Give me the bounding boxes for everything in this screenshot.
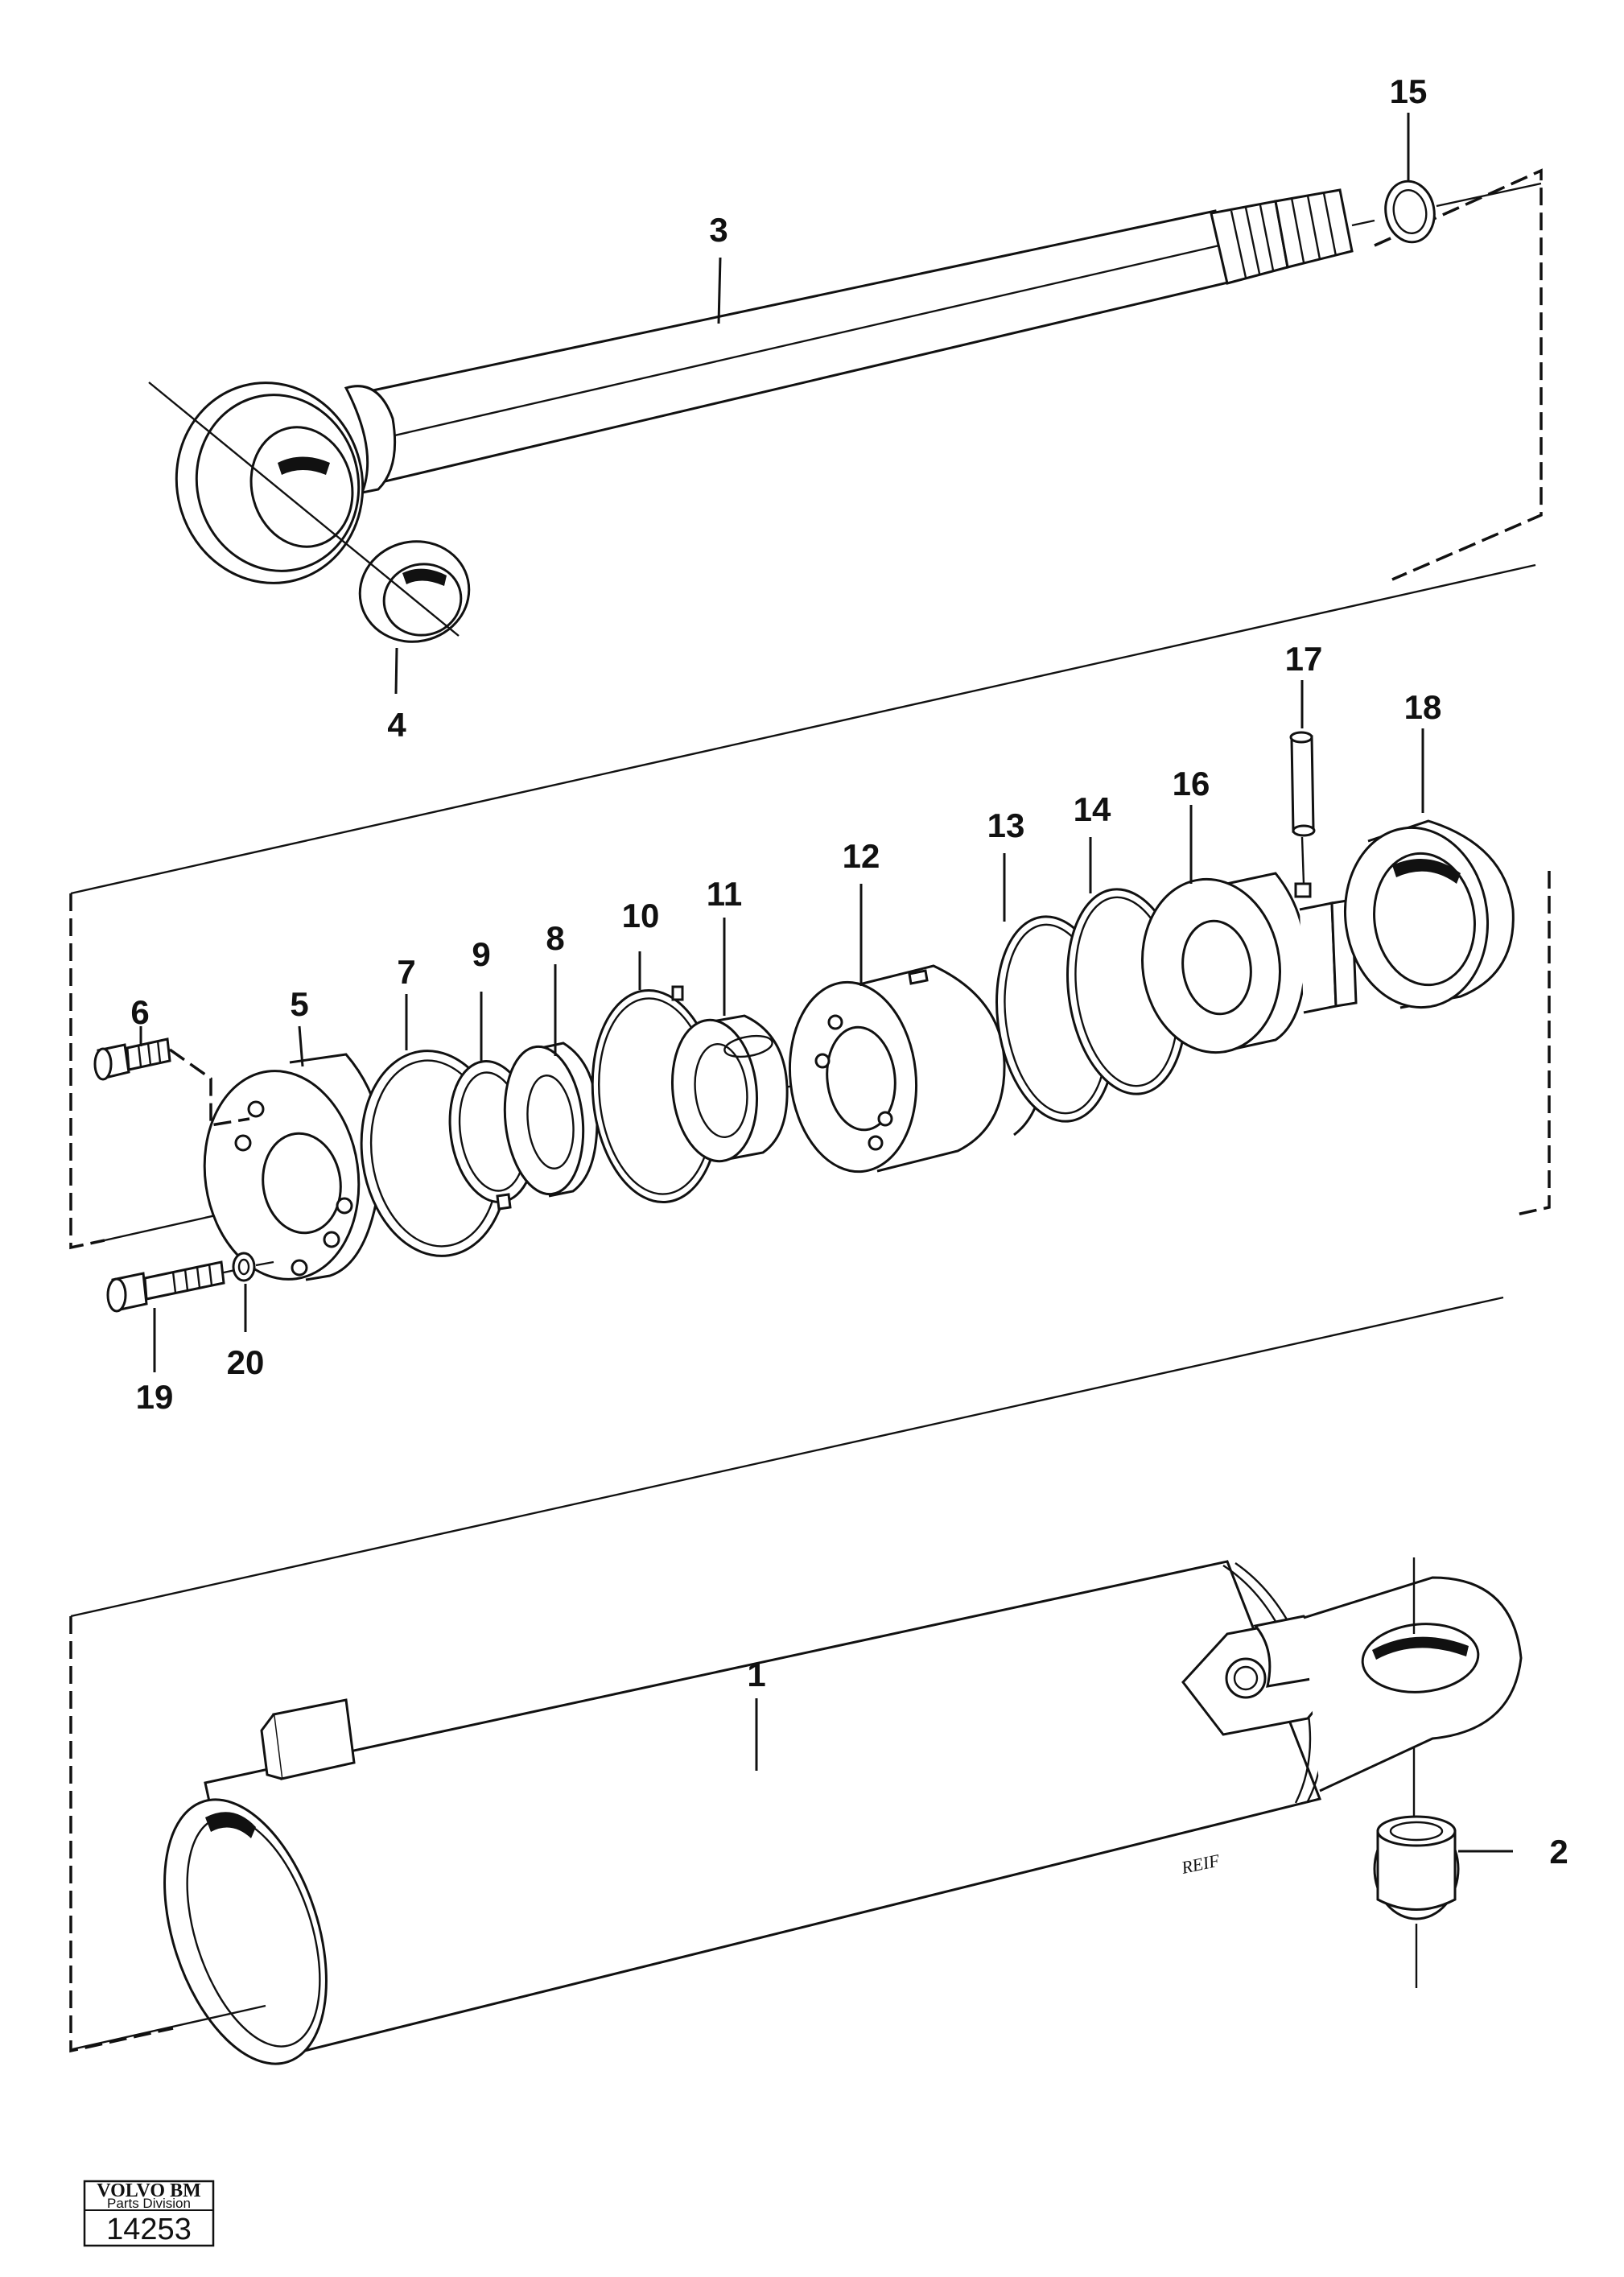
cylinder-tube xyxy=(204,1560,1322,2062)
callout-5: 5 xyxy=(290,985,308,1023)
tube-eye-lug xyxy=(1303,1576,1523,1792)
washer-part-20 xyxy=(232,1252,256,1282)
callout-1: 1 xyxy=(747,1656,765,1693)
rod-highlight xyxy=(369,244,1220,443)
tube-marking: REIF xyxy=(1179,1850,1222,1878)
callout-11: 11 xyxy=(707,875,742,913)
publisher-stamp: VOLVO BM Parts Division 14253 xyxy=(83,2180,215,2247)
pin-part-17 xyxy=(1289,731,1316,898)
piston-assembly-group xyxy=(69,731,1551,1313)
panel-separator-upper xyxy=(70,563,1536,895)
rod-eye-axis xyxy=(148,382,460,637)
cylinder-head-part-18 xyxy=(1343,819,1515,1009)
cylinder-tube-group: REIF xyxy=(69,1557,1523,2065)
callout-4: 4 xyxy=(387,706,406,744)
bushing-part-2 xyxy=(1373,1815,1460,1920)
piston-rod xyxy=(352,209,1233,485)
callout-7: 7 xyxy=(397,953,415,991)
callout-10: 10 xyxy=(622,897,660,934)
callout-16: 16 xyxy=(1173,765,1210,802)
callout-15: 15 xyxy=(1390,72,1428,110)
callout-3: 3 xyxy=(709,211,728,249)
tube-axis xyxy=(72,2004,266,2051)
callout-2: 2 xyxy=(1549,1833,1568,1871)
stamp-brand: VOLVO BM xyxy=(97,2180,201,2201)
rod-eye xyxy=(175,382,365,584)
callout-6: 6 xyxy=(130,993,149,1031)
seal-part-11 xyxy=(670,1014,789,1163)
callout-18: 18 xyxy=(1404,688,1442,726)
stamp-number: 14253 xyxy=(106,2213,192,2246)
leader-lines xyxy=(139,113,1513,1853)
callout-13: 13 xyxy=(987,806,1025,844)
callout-17: 17 xyxy=(1285,640,1323,678)
callout-8: 8 xyxy=(546,919,564,957)
ring-part-15 xyxy=(1384,179,1436,244)
callout-20: 20 xyxy=(227,1343,265,1381)
guide-part-5 xyxy=(203,1053,384,1281)
rod-collar xyxy=(344,385,397,495)
callout-9: 9 xyxy=(472,935,490,973)
ring-axis xyxy=(1436,182,1542,208)
bushing-part-4 xyxy=(358,540,471,643)
guide-ring-part-16 xyxy=(1140,872,1358,1054)
callout-labels: 3 4 15 17 18 16 14 13 12 11 10 8 9 7 5 6… xyxy=(130,72,1568,1871)
rod-panel-frame xyxy=(1374,168,1543,581)
callout-19: 19 xyxy=(136,1378,174,1416)
piston-panel-frame-right xyxy=(1512,871,1551,1217)
callout-14: 14 xyxy=(1074,790,1111,828)
rod-thread-end xyxy=(1210,188,1354,285)
stamp-division: Parts Division xyxy=(107,2196,191,2211)
callout-12: 12 xyxy=(843,837,880,875)
panel-separator-lower xyxy=(70,1296,1504,1618)
screw-part-6 xyxy=(93,1037,250,1128)
piston-rod-group xyxy=(148,168,1543,643)
piston-panel-frame-left xyxy=(69,893,105,1250)
bolt-part-19 xyxy=(106,1260,236,1313)
rod-axis xyxy=(1351,219,1375,227)
tube-panel-frame xyxy=(69,1616,174,2053)
